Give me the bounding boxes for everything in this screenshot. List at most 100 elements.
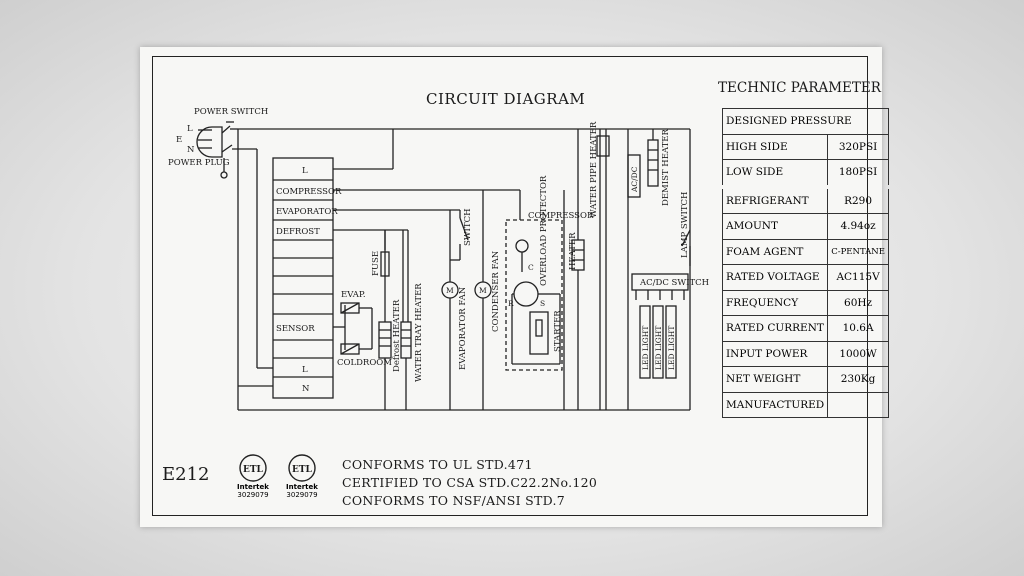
switch-symbol [459,217,469,241]
water-tray-heater-label: WATER TRAY HEATER [414,283,424,382]
comp-r-label: R [508,299,514,308]
parameter-label: RATED CURRENT [721,315,829,342]
parameter-label: REFRIGERANT [721,186,829,214]
ac-dc-switch-label: AC/DC SWITCH [639,278,709,288]
rect [535,319,543,337]
parameter-value: AC115V [827,264,889,291]
overload-protector-label: OVERLOAD PROTECTOR [539,175,549,286]
etl-brand-2: Intertek [286,483,318,491]
overload-protector-symbol [515,239,529,253]
evaporator-fan-label: EVAPORATOR FAN [458,286,468,370]
led-light-1 [639,305,651,379]
controller-box [272,157,334,399]
ac-dc-box [627,154,641,198]
parameter-label: MANUFACTURED [721,391,829,418]
ac-dc-box-label: AC/DC [630,166,639,193]
etl-number-2: 3029079 [286,491,318,499]
parameter-label: INPUT POWER [721,340,829,367]
etl-number-1: 3029079 [237,491,269,499]
controller-terminal-label: SENSOR [276,324,315,334]
plug-l-label: L [187,124,193,134]
parameter-label: FOAM AGENT [721,238,829,265]
parameter-label: HIGH SIDE [721,133,829,160]
defrost-heater-symbol [378,321,392,359]
parameter-value [827,391,889,418]
power-plug-symbol [196,126,223,158]
parameter-value: 60Hz [827,289,889,316]
led-light-label-3: LED LIGHT [667,326,676,370]
parameter-row: DESIGNED PRESSURE [722,108,889,135]
evap-fan-m: M [446,286,454,295]
power-plug-label: POWER PLUG [168,158,230,168]
diagram-title: CIRCUIT DIAGRAM [426,90,586,108]
parameter-label: DESIGNED PRESSURE [722,108,889,135]
led-light-2 [652,305,664,379]
etl-brand-1: Intertek [237,483,269,491]
controller-terminal-label: L [302,365,308,375]
cert-ul: CONFORMS TO UL STD.471 [342,457,533,472]
controller-terminal-label: N [302,384,310,394]
power-switch-symbol [221,125,231,134]
starter-label: STARTER [553,310,563,352]
coldroom-label: COLDROOM [337,358,392,368]
comp-s-label: S [540,299,545,308]
compressor-motor [513,281,539,307]
cert-nsf: CONFORMS TO NSF/ANSI STD.7 [342,493,566,508]
model-number: E212 [162,464,210,485]
led-light-label-1: LED LIGHT [641,326,650,370]
controller-terminal-label: EVAPORATOR [276,207,338,217]
cond-fan-m: M [479,286,487,295]
etl-label-1: Intertek 3029079 [233,483,273,499]
parameter-label: RATED VOLTAGE [721,264,829,291]
svg-text:ETL: ETL [243,465,264,475]
compressor-label: COMPRESSOR [528,211,594,221]
controller-terminal-label: COMPRESSOR [276,187,342,197]
water-pipe-heater-symbol [596,135,610,157]
switch-label: SWITCH [463,208,473,246]
parameter-title: TECHNIC PARAMETER [718,80,881,96]
defrost-heater-label: Defrost HEATER [392,299,402,372]
svg-text:ETL: ETL [292,465,313,475]
led-light-label-2: LED LIGHT [654,326,663,370]
parameter-value: 4.94oz [827,213,889,240]
starter-symbol [529,311,549,355]
compressor-box [505,219,563,371]
etl-mark-1: ETL [239,454,267,482]
parameter-value: 230Kg [827,366,889,393]
demist-heater-symbol [647,139,659,187]
water-tray-heater-symbol [400,321,412,359]
heater-label: HEATER [568,232,578,270]
controller-terminal-label: L [302,166,308,176]
led-light-3 [665,305,677,379]
evap-label: EVAP. [341,290,366,300]
etl-label-2: Intertek 3029079 [282,483,322,499]
comp-c-label: C [528,263,534,272]
ground-symbol [220,171,228,179]
parameter-label: FREQUENCY [721,289,829,316]
line [340,343,360,355]
parameter-value: C-PENTANE [827,238,889,265]
cert-csa: CERTIFIED TO CSA STD.C22.2No.120 [342,475,598,490]
line [340,302,360,314]
parameter-row: MANUFACTURED [721,391,889,418]
lamp-switch-label: LAMP SWITCH [680,192,690,258]
demist-heater-label: DEMIST HEATER [661,129,671,206]
etl-mark-2: ETL [288,454,316,482]
fuse-symbol [380,251,390,277]
lamp-switch-symbol [681,229,691,247]
plug-n-label: N [187,145,195,155]
controller-terminal-label: DEFROST [276,227,320,237]
water-pipe-heater-label: WATER PIPE HEATER [589,121,599,218]
plug-e-label: E [176,135,182,145]
fuse-label: FUSE [371,251,381,276]
